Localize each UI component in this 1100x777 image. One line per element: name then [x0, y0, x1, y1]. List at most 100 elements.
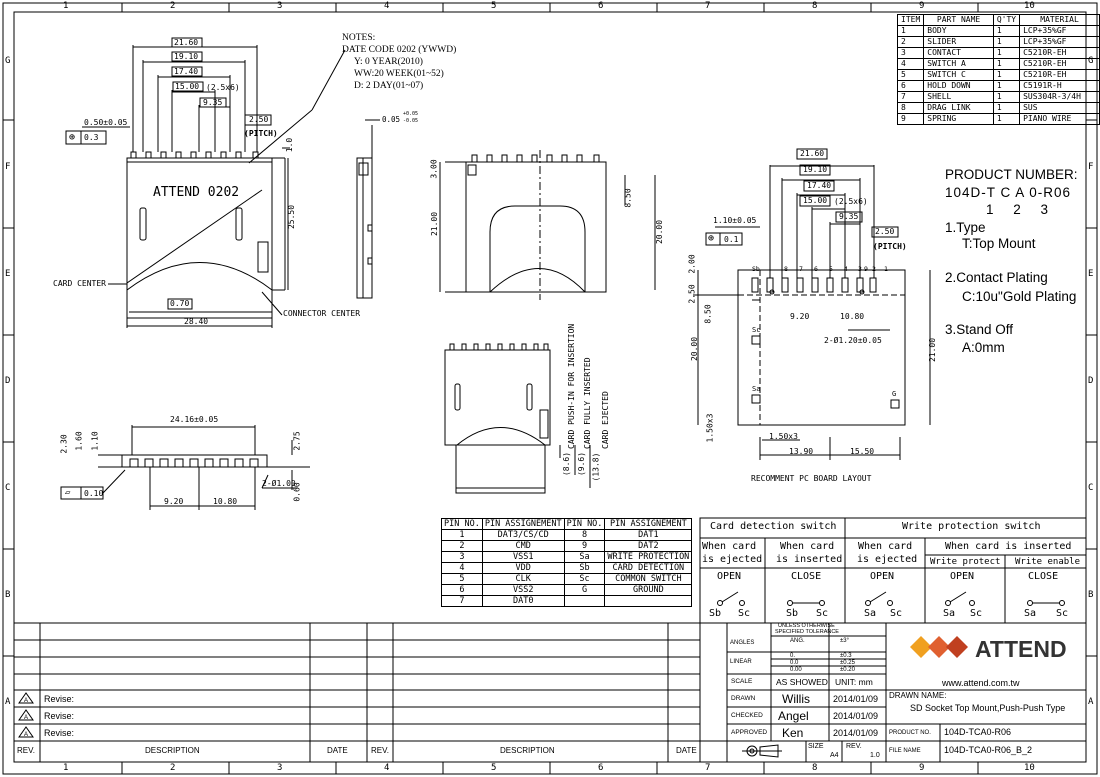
dim-19-10: 19.10 [174, 52, 199, 61]
cd-ejected-line1: When card [702, 541, 757, 552]
bom-header-part-name: PART NAME [923, 14, 994, 26]
body-marking: ATTEND 0202 [153, 185, 240, 200]
pin-cell: DAT1 [604, 529, 693, 541]
scale-label: SCALE [731, 678, 753, 685]
dim-0-05-minus: -0.05 [403, 118, 419, 124]
row-g: G [5, 56, 11, 66]
pin-assignment-table: PIN NO. PIN ASSIGNEMENT PIN NO. PIN ASSI… [441, 518, 693, 607]
bom-cell: 1 [992, 58, 1021, 70]
lin-2-val: ±0.20 [840, 667, 855, 673]
bom-cell: 1 [992, 25, 1021, 37]
row-b-right: B [1088, 590, 1094, 600]
bom-cell: C5210R-EH [1019, 69, 1100, 81]
row-a: A [5, 697, 11, 707]
pin-header-no-2: PIN NO. [563, 518, 606, 530]
col-1: 1 [63, 1, 69, 11]
pcb-pin-1: 1 [884, 265, 888, 273]
cd2-sc: Sc [816, 608, 829, 619]
notes-day: D: 2 DAY(01~07) [354, 81, 424, 91]
col-5-bottom: 5 [491, 763, 497, 773]
drawn-name-label: DRAWN NAME: [889, 691, 947, 700]
bom-header-row: ITEM PART NAME Q'TY MATERIAL [896, 14, 1100, 26]
dim-8-50: 8.50 [623, 188, 633, 208]
bom-cell: SUS304R-3/4H [1019, 91, 1100, 103]
pin-cell: 3 [441, 551, 483, 563]
col-4-bottom: 4 [384, 763, 390, 773]
pin-cell: COMMON SWITCH [604, 573, 693, 585]
file-name-label: FILE NAME [889, 748, 921, 754]
lin-0-val: ±0.3 [840, 653, 852, 659]
card-ejected-label: CARD EJECTED [601, 391, 610, 449]
angles-label: ANGLES [730, 640, 755, 646]
dim-0-05: 0.05 [382, 115, 401, 124]
pcb-dim-9-35: 9.35 [839, 212, 859, 221]
pcb-position-tolerance-icon: ⊕ [708, 233, 715, 244]
pcb-dim-10-80: 10.80 [840, 312, 865, 321]
row-a-right: A [1088, 697, 1094, 707]
approved-name: Ken [782, 726, 804, 740]
col-10-bottom: 10 [1024, 763, 1035, 773]
dim-1-10: 1.10 [90, 431, 100, 451]
dim-9-20: 9.20 [164, 497, 184, 506]
pcb-dim-1-50x3-h: 1.50x3 [769, 432, 798, 441]
card-fully-inserted-label: CARD FULLY INSERTED [583, 357, 592, 449]
tolerance-line2: SPECIFIED TOLERANCE [775, 629, 839, 635]
pcb-pad-sc: Sc [752, 326, 761, 334]
dim-21-60: 21.60 [174, 38, 199, 47]
rev-mark-1: A [24, 698, 29, 704]
tolerance-line1: UNLESS OTHERWISE [778, 623, 835, 629]
pcb-pin-4: 4 [844, 265, 848, 273]
bom-header-material: MATERIAL [1019, 14, 1100, 26]
pcb-dim-pitch-count: (2.5x6) [834, 197, 868, 206]
dim-0-05-plus: +0.05 [403, 111, 419, 117]
pcb-pin-6: 6 [814, 265, 818, 273]
bom-cell: DRAG LINK [923, 102, 994, 114]
dim-25-50: 25.50 [287, 204, 297, 230]
pcb-dim-15-50: 15.50 [850, 447, 875, 456]
dim-21-00: 21.00 [430, 211, 440, 237]
approved-label: APPROVED [731, 729, 768, 736]
pcb-dim-pitch: (PITCH) [873, 242, 907, 251]
col-7-bottom: 7 [705, 763, 711, 773]
drawn-date: 2014/01/09 [833, 694, 879, 704]
top-view [65, 37, 346, 328]
wp-enable-close-label: CLOSE [1028, 571, 1059, 582]
bom-cell: C5210R-EH [1019, 47, 1100, 59]
pcb-dim-1-10: 1.10±0.05 [713, 216, 757, 225]
dim-2-75: 2.75 [292, 431, 302, 451]
pin-cell: VSS2 [481, 584, 565, 596]
dim-0-70: 0.70 [170, 299, 190, 308]
bom-cell: 4 [896, 58, 925, 70]
wp-ejected-line2: is ejected [857, 554, 918, 565]
pin-cell: DAT3/CS/CD [481, 529, 565, 541]
pin-cell [604, 595, 693, 607]
flatness-icon: ▱ [65, 488, 71, 498]
wp-ejected-line1: When card [858, 541, 913, 552]
dim-0-10: 0.10 [84, 489, 104, 498]
dim-1-60: 1.60 [74, 431, 84, 451]
pcb-dim-19-10: 19.10 [803, 165, 828, 174]
dim-9-6: (9.6) [577, 451, 587, 477]
col-10: 10 [1024, 1, 1035, 11]
bom-cell: 1 [992, 80, 1021, 92]
cd1-sc: Sc [738, 608, 751, 619]
row-e-right: E [1088, 269, 1094, 279]
rev-value: 1.0 [870, 752, 880, 759]
pin-cell: Sa [563, 551, 606, 563]
dim-3-00: 3.00 [429, 159, 439, 179]
col-1-bottom: 1 [63, 763, 69, 773]
bom-cell: 5 [896, 69, 925, 81]
notes-year: Y: 0 YEAR(2010) [354, 57, 423, 67]
pcb-dim-13-90: 13.90 [789, 447, 814, 456]
bom-cell: BODY [923, 25, 994, 37]
row-f: F [5, 162, 11, 172]
bom-cell: 1 [992, 36, 1021, 48]
row-d: D [5, 376, 11, 386]
